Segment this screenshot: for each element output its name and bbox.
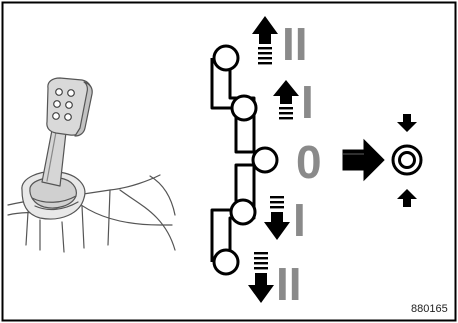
detent-position-down-1 xyxy=(229,198,257,226)
down-arrow-icon xyxy=(264,196,290,240)
detent-position-neutral xyxy=(251,146,279,174)
position-label-up-1: I xyxy=(301,76,314,128)
position-label-up-2: II xyxy=(282,18,308,70)
up-arrow-icon xyxy=(273,80,299,120)
squeeze-circle-icon xyxy=(391,114,423,207)
joystick-lever-icon xyxy=(7,77,176,253)
right-arrow-icon xyxy=(342,138,385,182)
figure-number: 880165 xyxy=(411,303,448,315)
position-label-neutral: 0 xyxy=(296,136,322,188)
position-label-down-2: II xyxy=(276,258,302,310)
position-label-down-1: I xyxy=(293,194,306,246)
down-arrow-icon xyxy=(248,252,274,303)
up-arrow-icon xyxy=(252,16,278,65)
detent-position-down-2 xyxy=(212,248,240,276)
detent-position-up-2 xyxy=(212,44,240,72)
detent-markers xyxy=(212,44,279,276)
detent-position-up-1 xyxy=(230,94,258,122)
